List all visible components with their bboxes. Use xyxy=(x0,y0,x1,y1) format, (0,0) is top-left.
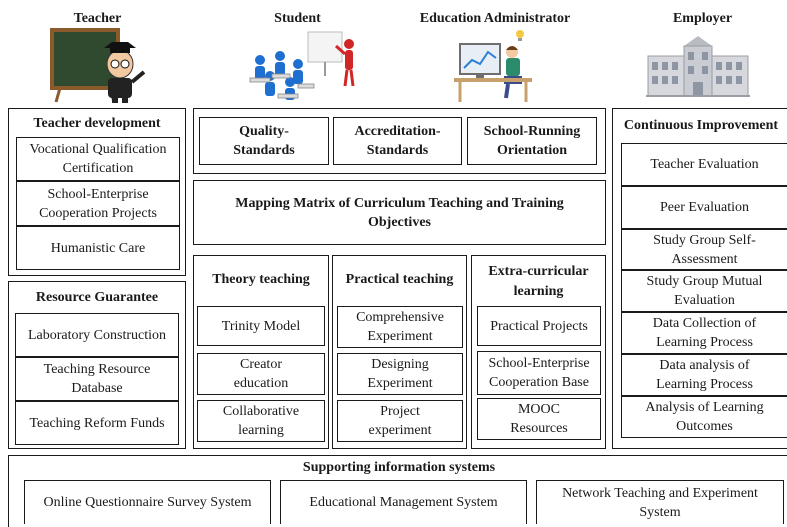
practical-teaching-item: Designing Experiment xyxy=(337,353,463,395)
role-student: Student xyxy=(274,11,321,26)
quality-standards-box: Quality-Standards xyxy=(199,117,329,165)
extra-curricular-title: Extra-curricular learning xyxy=(488,264,589,299)
extra-curricular-item: MOOC Resources xyxy=(477,398,601,440)
employer-building-icon xyxy=(646,36,750,97)
teacher-development-item: Humanistic Care xyxy=(16,226,180,270)
practical-teaching-title: Practical teaching xyxy=(345,272,454,287)
administrator-desk-icon xyxy=(454,30,532,102)
supporting-system-item: Educational Management System xyxy=(280,480,527,524)
continuous-improvement-item: Study Group Mutual Evaluation xyxy=(621,270,787,312)
continuous-improvement-item: Peer Evaluation xyxy=(621,186,787,229)
school-running-orientation-box: School-Running Orientation xyxy=(467,117,597,165)
theory-teaching-title: Theory teaching xyxy=(212,272,310,287)
continuous-improvement-item: Data Collection of Learning Process xyxy=(621,312,787,354)
resource-guarantee-item: Teaching Resource Database xyxy=(15,357,179,401)
students-classroom-icon xyxy=(249,31,355,100)
theory-teaching-item: Trinity Model xyxy=(197,306,325,346)
resource-guarantee-item: Laboratory Construction xyxy=(15,313,179,357)
resource-guarantee-item: Teaching Reform Funds xyxy=(15,401,179,445)
continuous-improvement-item: Analysis of Learning Outcomes xyxy=(621,396,787,438)
continuous-improvement-title: Continuous Improvement xyxy=(623,118,779,133)
teacher-development-item: School-Enterprise Cooperation Projects xyxy=(16,181,180,226)
practical-teaching-item: Project experiment xyxy=(337,400,463,442)
teacher-development-title: Teacher development xyxy=(33,116,161,131)
accreditation-standards-box: Accreditation-Standards xyxy=(333,117,462,165)
theory-teaching-item: Collaborative learning xyxy=(197,400,325,442)
role-employer: Employer xyxy=(672,11,733,26)
role-administrator: Education Administrator xyxy=(419,11,571,26)
mapping-matrix-box: Mapping Matrix of Curriculum Teaching an… xyxy=(193,180,606,245)
continuous-improvement-item: Teacher Evaluation xyxy=(621,143,787,186)
role-teacher: Teacher xyxy=(73,11,122,26)
practical-teaching-item: Comprehensive Experiment xyxy=(337,306,463,348)
supporting-system-item: Network Teaching and Experiment System xyxy=(536,480,784,524)
theory-teaching-item: Creator education xyxy=(197,353,325,395)
teacher-chalkboard-icon xyxy=(50,28,146,103)
continuous-improvement-item: Data analysis of Learning Process xyxy=(621,354,787,396)
supporting-systems-title: Supporting information systems xyxy=(302,460,496,475)
extra-curricular-item: Practical Projects xyxy=(477,306,601,346)
continuous-improvement-item: Study Group Self-Assessment xyxy=(621,229,787,270)
resource-guarantee-title: Resource Guarantee xyxy=(35,290,159,305)
extra-curricular-item: School-Enterprise Cooperation Base xyxy=(477,351,601,395)
supporting-system-item: Online Questionnaire Survey System xyxy=(24,480,271,524)
teacher-development-item: Vocational Qualification Certification xyxy=(16,137,180,181)
